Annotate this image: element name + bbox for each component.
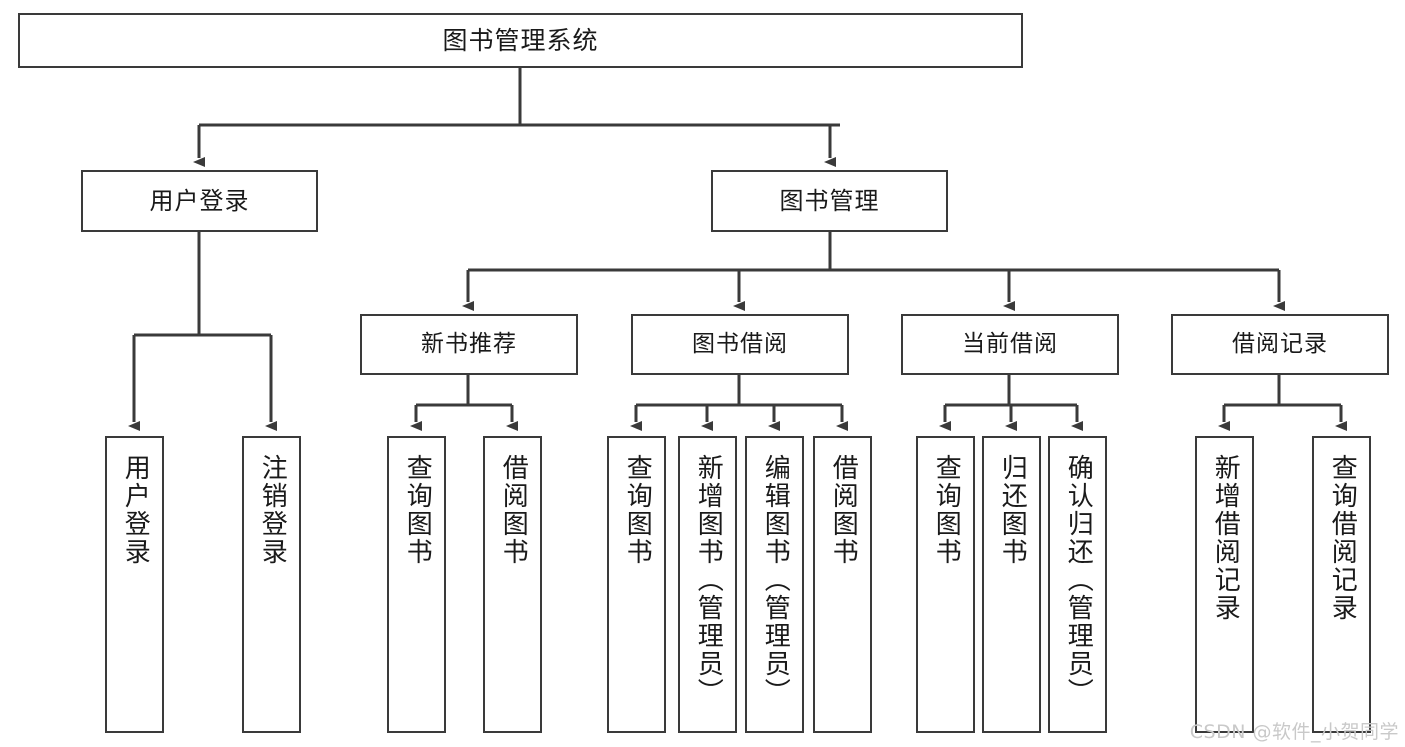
node-label: 借阅图书 — [828, 454, 859, 566]
node-label: 注销登录 — [257, 454, 288, 566]
leaf-query-books-borrowing[interactable]: 查询图书 — [607, 436, 666, 733]
node-label: 编辑图书（管理员） — [760, 454, 791, 706]
leaf-add-borrow-record[interactable]: 新增借阅记录 — [1195, 436, 1254, 733]
leaf-query-books-recommendation[interactable]: 查询图书 — [387, 436, 446, 733]
node-label: 查询图书 — [402, 454, 433, 566]
node-label: 用户登录 — [149, 186, 250, 215]
leaf-query-borrow-record[interactable]: 查询借阅记录 — [1312, 436, 1371, 733]
node-label: 借阅图书 — [498, 454, 529, 566]
node-label: 归还图书 — [997, 454, 1028, 566]
leaf-query-books-current[interactable]: 查询图书 — [916, 436, 975, 733]
node-label: 新书推荐 — [421, 330, 517, 357]
leaf-add-book-admin[interactable]: 新增图书（管理员） — [678, 436, 737, 733]
leaf-borrow-books-borrowing[interactable]: 借阅图书 — [813, 436, 872, 733]
node-label: 图书管理 — [779, 186, 880, 215]
node-label: 图书管理系统 — [442, 25, 599, 55]
node-root-system[interactable]: 图书管理系统 — [18, 13, 1023, 68]
csdn-watermark: CSDN @软件_小贺同学 — [1189, 721, 1399, 743]
leaf-return-books[interactable]: 归还图书 — [982, 436, 1041, 733]
node-label: 查询图书 — [622, 454, 653, 566]
leaf-edit-book-admin[interactable]: 编辑图书（管理员） — [745, 436, 804, 733]
node-new-book-recommendation[interactable]: 新书推荐 — [360, 314, 578, 375]
node-borrow-records[interactable]: 借阅记录 — [1171, 314, 1389, 375]
node-label: 借阅记录 — [1232, 330, 1328, 357]
leaf-confirm-return-admin[interactable]: 确认归还（管理员） — [1048, 436, 1107, 733]
node-label: 当前借阅 — [962, 330, 1058, 357]
node-book-borrowing[interactable]: 图书借阅 — [631, 314, 849, 375]
node-label: 用户登录 — [120, 454, 151, 566]
node-user-login-module[interactable]: 用户登录 — [81, 170, 318, 232]
node-label: 新增图书（管理员） — [693, 454, 724, 706]
node-label: 新增借阅记录 — [1210, 454, 1241, 622]
node-label: 查询图书 — [931, 454, 962, 566]
node-label: 查询借阅记录 — [1327, 454, 1358, 622]
node-label: 确认归还（管理员） — [1063, 454, 1094, 706]
node-book-management-module[interactable]: 图书管理 — [711, 170, 948, 232]
leaf-logout[interactable]: 注销登录 — [242, 436, 301, 733]
leaf-borrow-books-recommendation[interactable]: 借阅图书 — [483, 436, 542, 733]
node-label: 图书借阅 — [692, 330, 788, 357]
node-current-borrowing[interactable]: 当前借阅 — [901, 314, 1119, 375]
leaf-user-login[interactable]: 用户登录 — [105, 436, 164, 733]
